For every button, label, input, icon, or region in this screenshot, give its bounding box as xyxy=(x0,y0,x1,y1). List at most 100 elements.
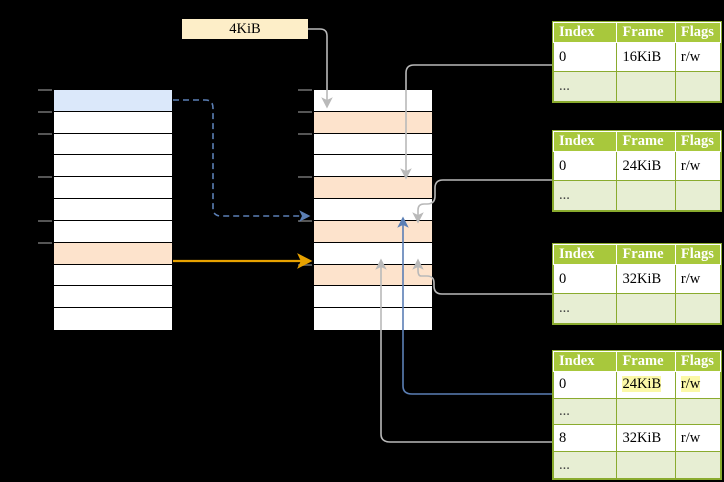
column-header-index: Index xyxy=(552,244,618,265)
virtual-tick xyxy=(38,176,52,179)
table-cell: ... xyxy=(552,71,618,102)
table-row[interactable]: ... xyxy=(552,180,722,211)
table-cell xyxy=(616,180,676,211)
table-row[interactable]: ... xyxy=(552,293,722,324)
virtual-row xyxy=(54,133,172,156)
physical-row xyxy=(314,220,432,243)
physical-row xyxy=(314,111,432,134)
virtual-row xyxy=(54,264,172,287)
virtual-row xyxy=(54,220,172,243)
physical-row xyxy=(314,133,432,156)
virtual-row xyxy=(54,199,172,221)
table-row[interactable]: ... xyxy=(552,71,722,102)
column-header-frame: Frame xyxy=(616,22,676,43)
table-cell xyxy=(616,451,676,479)
virtual-tick xyxy=(38,110,52,113)
physical-tick xyxy=(298,89,312,91)
physical-tick xyxy=(298,263,312,266)
virtual-row xyxy=(54,286,172,309)
table-cell: 8 xyxy=(552,424,618,453)
wire-table2-to-frame xyxy=(412,179,552,224)
wire-table3-to-frame xyxy=(412,258,552,295)
table-cell: 0 xyxy=(552,263,618,295)
column-header-flags: Flags xyxy=(674,131,722,152)
table-cell: 16KiB xyxy=(616,41,676,73)
table-cell xyxy=(616,293,676,324)
table-cell: 32KiB xyxy=(616,424,676,453)
table-row[interactable]: ... xyxy=(552,451,722,479)
virtual-row xyxy=(54,90,172,112)
virtual-tick xyxy=(38,132,52,135)
table-cell xyxy=(616,397,676,426)
table-cell: ... xyxy=(552,451,618,479)
table-cell: ... xyxy=(552,397,618,426)
table-cell xyxy=(674,180,722,211)
table-cell xyxy=(674,397,722,426)
page-size-label: 4KiB xyxy=(229,21,261,37)
table-cell: 0 xyxy=(552,41,618,73)
table-cell: r/w xyxy=(674,424,722,453)
table-cell: ... xyxy=(552,180,618,211)
column-header-index: Index xyxy=(552,22,618,43)
virtual-address-column xyxy=(53,89,173,330)
table-cell: 0 xyxy=(552,150,618,182)
physical-row xyxy=(314,90,432,112)
column-header-index: Index xyxy=(552,351,618,372)
table-cell: ... xyxy=(552,293,618,324)
virtual-tick xyxy=(38,89,52,91)
virtual-row xyxy=(54,242,172,265)
physical-row xyxy=(314,177,432,200)
table-cell xyxy=(674,71,722,102)
table-cell: r/w xyxy=(674,370,722,399)
column-header-frame: Frame xyxy=(616,351,676,372)
wire-virtual-to-physical-dashed xyxy=(173,99,311,222)
column-header-index: Index xyxy=(552,131,618,152)
physical-tick xyxy=(298,132,312,135)
physical-memory-column xyxy=(313,89,433,330)
physical-tick xyxy=(298,176,312,179)
table-cell: r/w xyxy=(674,150,722,182)
physical-tick xyxy=(298,110,312,113)
table-cell xyxy=(616,71,676,102)
table-cell: 24KiB xyxy=(616,150,676,182)
table-row[interactable]: ... xyxy=(552,397,722,426)
physical-row xyxy=(314,242,432,265)
virtual-row xyxy=(54,155,172,178)
virtual-row xyxy=(54,111,172,134)
virtual-row xyxy=(54,308,172,330)
virtual-tick xyxy=(38,241,52,244)
physical-row xyxy=(314,199,432,221)
table-cell: 0 xyxy=(552,370,618,399)
column-header-flags: Flags xyxy=(674,244,722,265)
table-cell: r/w xyxy=(674,41,722,73)
table-cell xyxy=(674,451,722,479)
table-cell: r/w xyxy=(674,263,722,295)
column-header-flags: Flags xyxy=(674,351,722,372)
physical-row xyxy=(314,264,432,287)
physical-row xyxy=(314,286,432,309)
column-header-flags: Flags xyxy=(674,22,722,43)
column-header-frame: Frame xyxy=(616,131,676,152)
virtual-tick xyxy=(38,219,52,222)
table-cell: 24KiB xyxy=(616,370,676,399)
table-cell xyxy=(674,293,722,324)
physical-row xyxy=(314,155,432,178)
table-cell: 32KiB xyxy=(616,263,676,295)
column-header-frame: Frame xyxy=(616,244,676,265)
virtual-row xyxy=(54,177,172,200)
page-size-caption: 4KiB xyxy=(182,19,308,39)
